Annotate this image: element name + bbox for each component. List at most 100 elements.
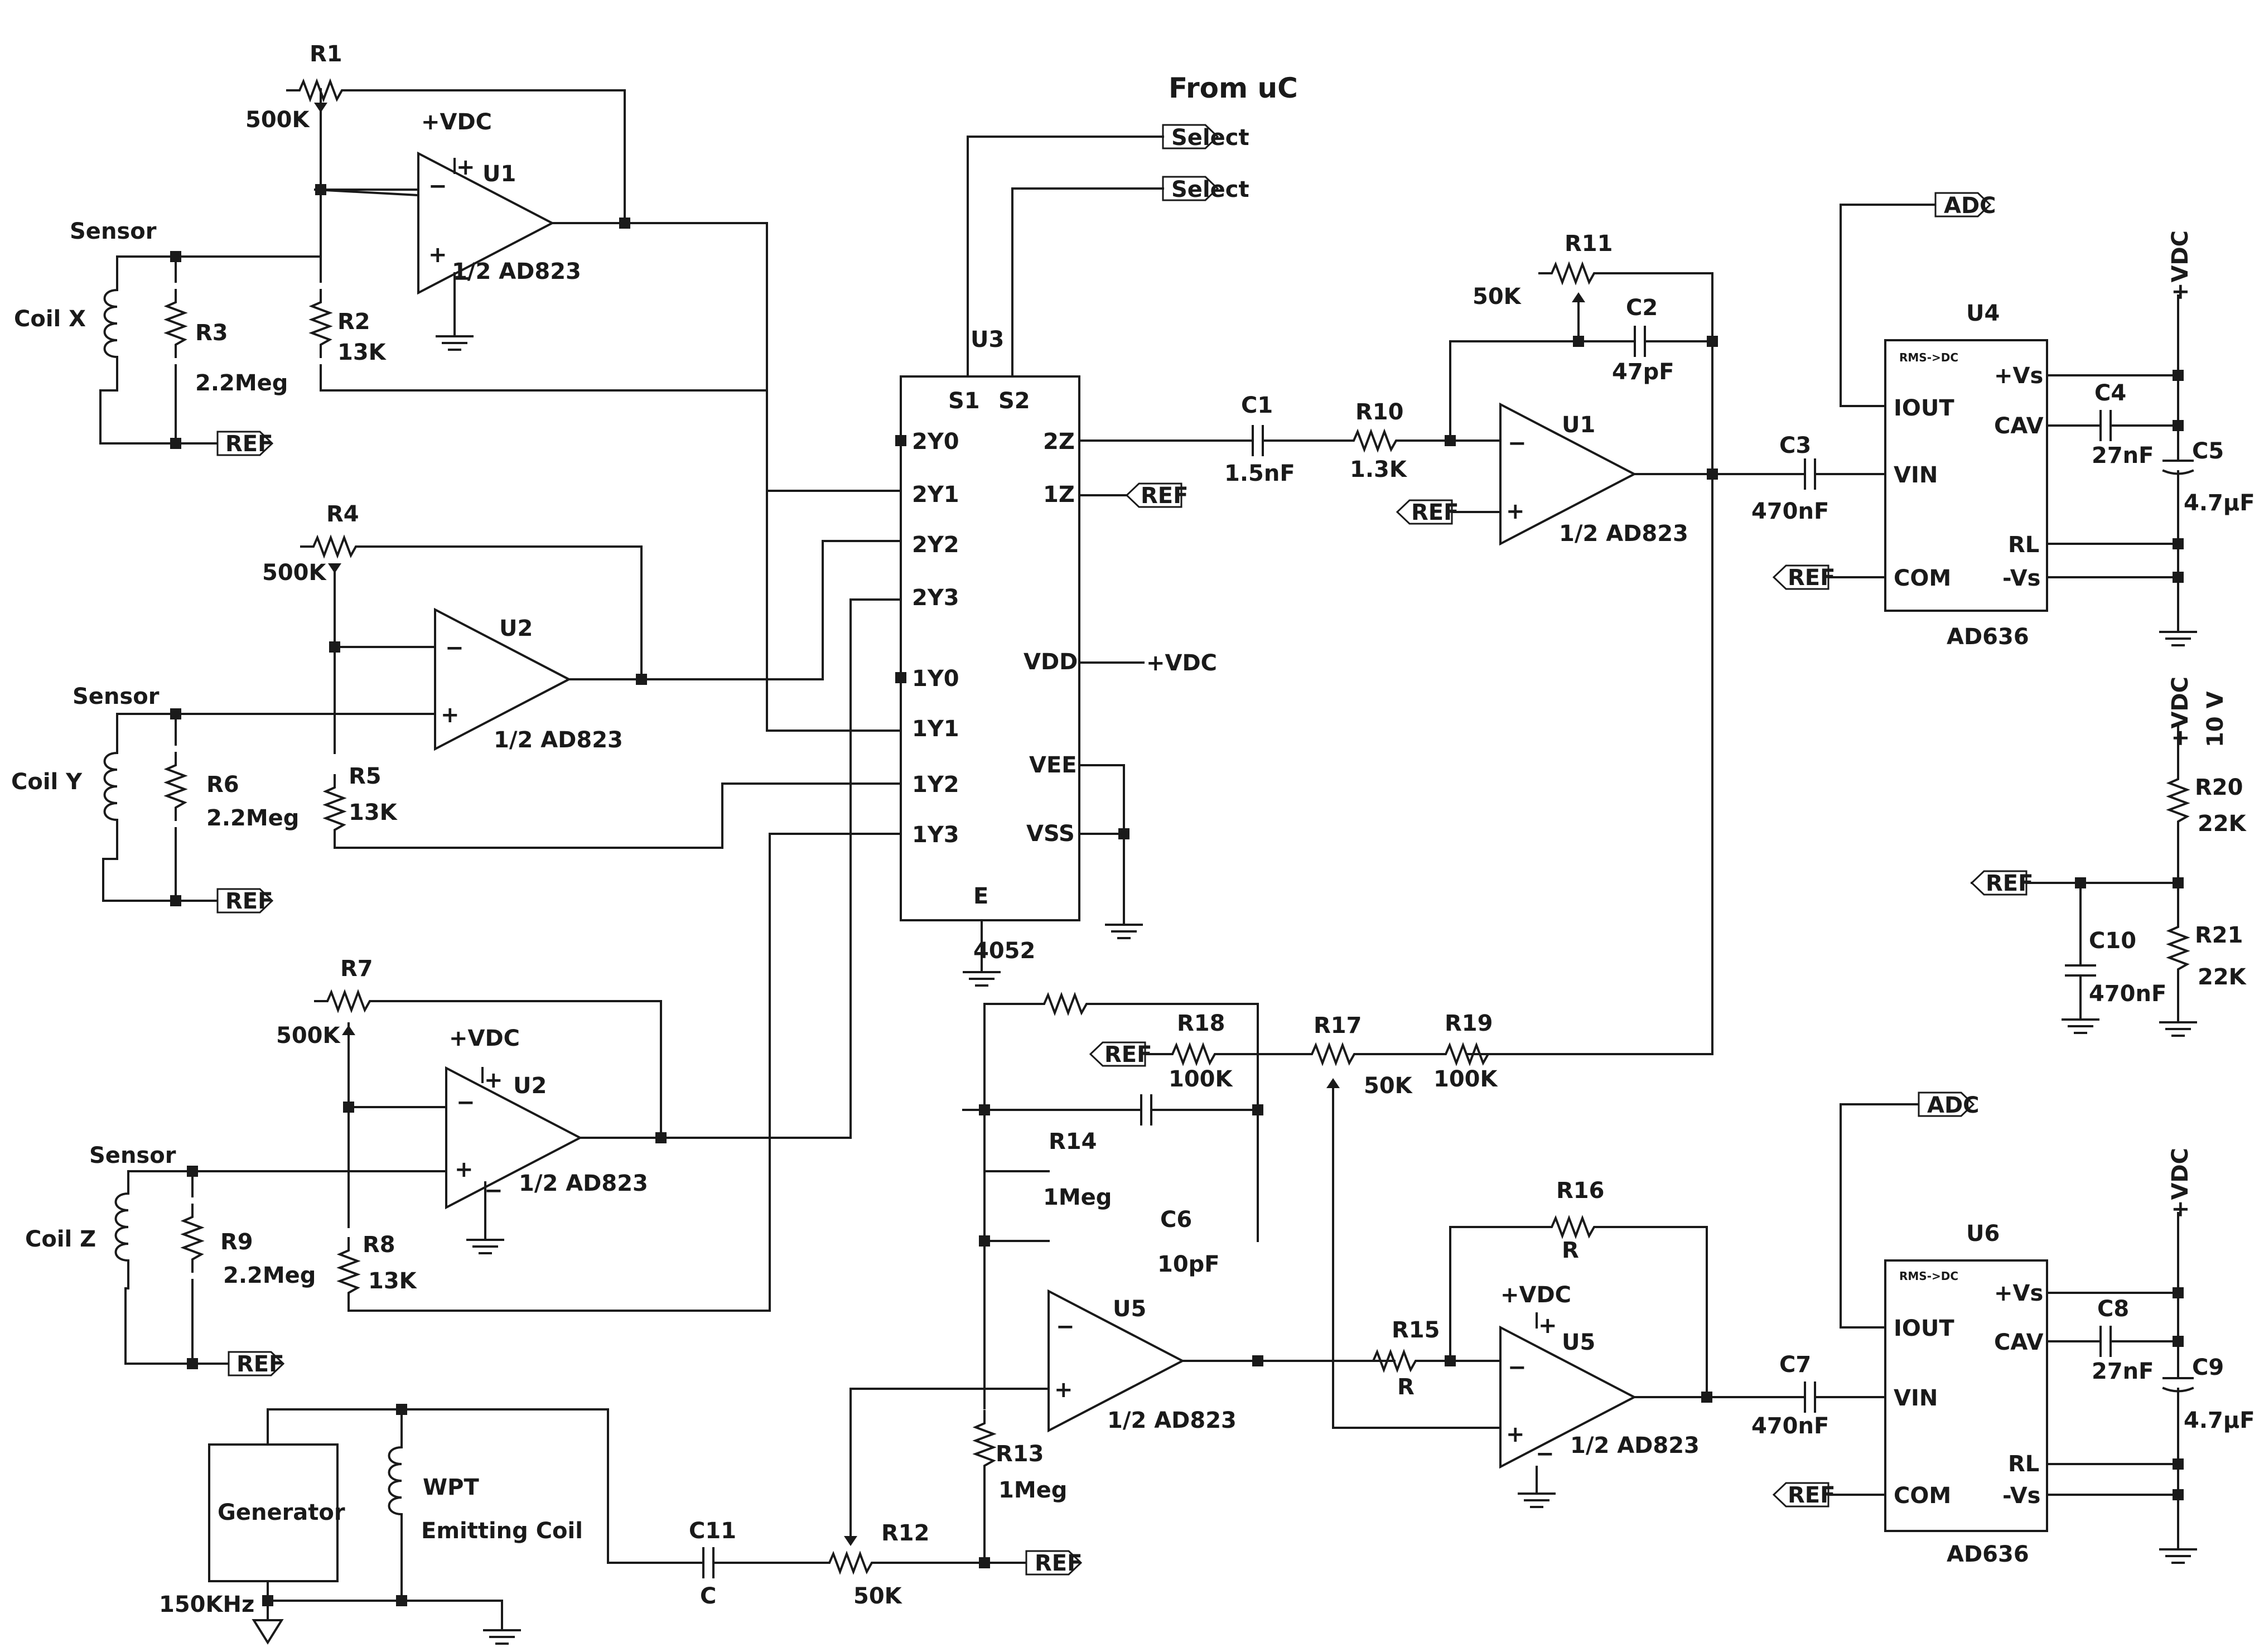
svg-text:R20: R20 (2195, 775, 2243, 800)
svg-text:4.7µF: 4.7µF (2184, 1408, 2255, 1433)
sensor-y-label: Sensor (73, 684, 160, 709)
svg-text:R14: R14 (1049, 1129, 1097, 1155)
mux-body (900, 375, 1080, 921)
svg-text:R: R (1397, 1374, 1415, 1400)
svg-text:+: + (1054, 1377, 1073, 1403)
svg-text:500K: 500K (262, 560, 327, 586)
svg-text:+: + (456, 154, 475, 180)
u6-body (1884, 1259, 2048, 1532)
coil-z-inductor (114, 1184, 129, 1270)
c7-capacitor (1787, 1382, 1833, 1413)
svg-text:100K: 100K (1433, 1066, 1498, 1092)
coil-z-label: Coil Z (25, 1226, 96, 1252)
svg-text:C9: C9 (2192, 1355, 2224, 1380)
wpt-sub-label: Emitting Coil (421, 1518, 583, 1544)
svg-text:R11: R11 (1565, 231, 1613, 257)
svg-text:R10: R10 (1355, 399, 1403, 425)
svg-text:COM: COM (1894, 566, 1951, 591)
u5-second-stage: R15 R R16 R +VDC U5 1/2 AD823 + − + − (1257, 1178, 1769, 1508)
svg-text:+VDC: +VDC (2168, 677, 2193, 747)
r18-resistor (1159, 1044, 1228, 1064)
svg-text:50K: 50K (1364, 1073, 1413, 1099)
svg-text:500K: 500K (276, 1023, 341, 1049)
c6-capacitor (1123, 1094, 1170, 1126)
coil-x-label: Coil X (14, 306, 86, 332)
svg-text:2Y2: 2Y2 (912, 532, 959, 558)
svg-text:REF: REF (225, 888, 273, 914)
svg-text:+VDC: +VDC (421, 109, 492, 135)
svg-text:+: + (484, 1067, 503, 1093)
svg-text:−: − (453, 265, 472, 291)
r17-network: REF R18 100K R17 50K R19 100K (1089, 1011, 1502, 1429)
generator-label: Generator (218, 1500, 345, 1525)
svg-text:IOUT: IOUT (1894, 395, 1954, 421)
svg-text:10pF: 10pF (1157, 1252, 1220, 1277)
svg-text:1/2 AD823: 1/2 AD823 (452, 259, 581, 284)
svg-text:R18: R18 (1177, 1011, 1225, 1036)
svg-text:R4: R4 (326, 501, 359, 527)
svg-text:50K: 50K (853, 1583, 903, 1609)
svg-text:R15: R15 (1392, 1317, 1440, 1343)
svg-text:−: − (1508, 1355, 1527, 1380)
svg-text:-Vs: -Vs (2002, 566, 2040, 591)
r3-resistor (166, 289, 186, 358)
svg-text:−: − (484, 1178, 503, 1204)
svg-text:VDD: VDD (1024, 649, 1078, 675)
svg-text:500K: 500K (245, 107, 310, 133)
svg-text:−: − (428, 173, 447, 199)
svg-text:1Y1: 1Y1 (912, 716, 959, 742)
svg-text:U4: U4 (1966, 301, 2000, 326)
sensor-z-label: Sensor (89, 1143, 176, 1168)
c1-capacitor (1234, 425, 1281, 456)
svg-text:+VDC: +VDC (1500, 1282, 1571, 1308)
svg-text:−: − (456, 1090, 475, 1115)
svg-text:R13: R13 (996, 1441, 1044, 1467)
generator-section: Generator 150KHz WPT Emitting Coil C11 C (159, 1404, 818, 1645)
svg-text:R21: R21 (2195, 922, 2243, 948)
svg-text:R1: R1 (310, 41, 342, 67)
c2-capacitor (1616, 326, 1663, 357)
svg-text:1/2 AD823: 1/2 AD823 (1559, 521, 1688, 547)
svg-text:1Y2: 1Y2 (912, 772, 959, 798)
svg-text:AD636: AD636 (1947, 1542, 2029, 1567)
svg-text:1/2 AD823: 1/2 AD823 (494, 727, 623, 753)
svg-text:R6: R6 (206, 772, 239, 798)
svg-text:R16: R16 (1556, 1178, 1604, 1204)
svg-text:RMS->DC: RMS->DC (1899, 1269, 1958, 1283)
u1-amp-stage: REF C1 1.5nF R10 1.3K R11 50K C2 47pF U1… (1224, 231, 1769, 1055)
svg-text:C2: C2 (1626, 295, 1658, 321)
svg-text:C11: C11 (689, 1518, 736, 1544)
svg-text:R5: R5 (349, 764, 382, 789)
svg-text:470nF: 470nF (2089, 981, 2166, 1007)
svg-text:C10: C10 (2089, 928, 2136, 954)
svg-text:470nF: 470nF (1751, 1413, 1829, 1439)
svg-text:C6: C6 (1160, 1207, 1192, 1233)
svg-text:+VDC: +VDC (2168, 230, 2193, 301)
svg-text:RL: RL (2008, 1451, 2039, 1477)
c9-capacitor (2162, 1357, 2194, 1409)
svg-text:1Meg: 1Meg (1043, 1185, 1112, 1210)
svg-text:2.2Meg: 2.2Meg (195, 370, 288, 396)
u5-gain-stage: REF R14 1Meg C6 10pF R13 1Meg R12 50K U5… (816, 994, 1396, 1609)
svg-text:U3: U3 (971, 327, 1004, 352)
sensor-x-label: Sensor (70, 219, 157, 244)
svg-text:50K: 50K (1473, 284, 1522, 310)
stage-y: REF Sensor Coil Y R6 2.2Meg R4 500K R5 1… (11, 501, 902, 914)
r19-resistor (1432, 1044, 1502, 1064)
svg-text:VSS: VSS (1026, 821, 1075, 847)
svg-text:R3: R3 (195, 320, 228, 346)
svg-text:1Y3: 1Y3 (912, 822, 959, 848)
generator-box (208, 1443, 339, 1582)
svg-text:+: + (1538, 1313, 1557, 1339)
svg-text:REF: REF (1035, 1550, 1082, 1576)
svg-text:C7: C7 (1779, 1352, 1811, 1378)
svg-text:13K: 13K (368, 1268, 418, 1294)
svg-text:REF: REF (1411, 500, 1459, 525)
svg-text:1.3K: 1.3K (1350, 457, 1408, 482)
svg-text:1/2 AD823: 1/2 AD823 (1107, 1408, 1237, 1433)
svg-text:RL: RL (2008, 532, 2039, 558)
svg-text:VEE: VEE (1029, 752, 1077, 778)
svg-text:U5: U5 (1113, 1296, 1146, 1322)
svg-text:+VDC: +VDC (1146, 650, 1217, 676)
